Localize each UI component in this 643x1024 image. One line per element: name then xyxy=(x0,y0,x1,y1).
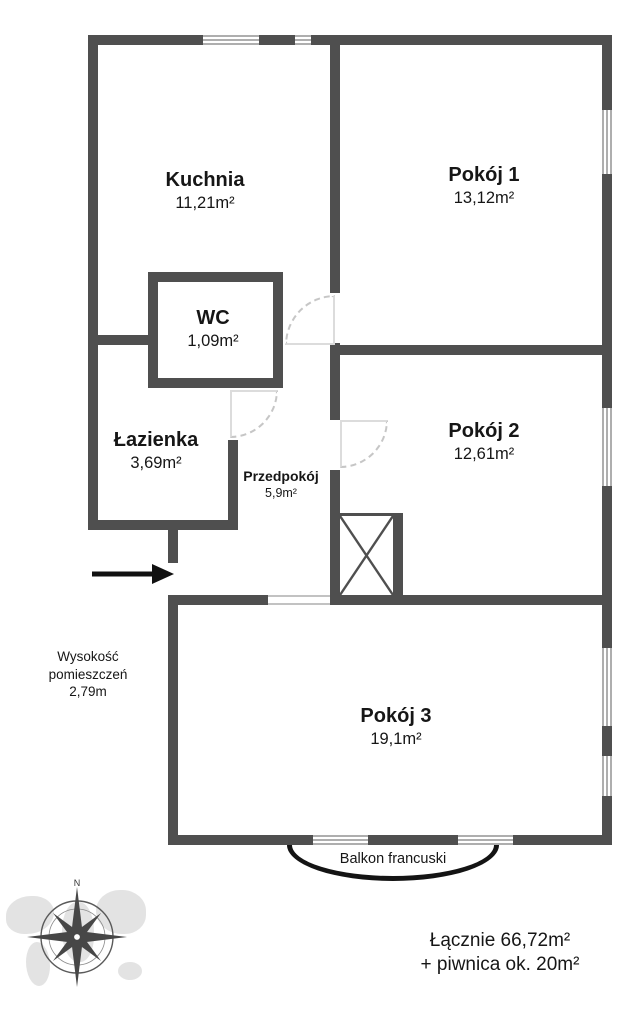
room-label-przedpokoj: Przedpokój 5,9m² xyxy=(221,468,341,501)
ceiling-height-note: Wysokość pomieszczeń 2,79m xyxy=(18,648,158,701)
wall-segment xyxy=(168,835,612,845)
map-blob xyxy=(96,890,146,934)
basement-line: + piwnica ok. 20m² xyxy=(420,954,580,975)
window xyxy=(602,110,612,174)
wall-segment xyxy=(330,343,340,420)
window xyxy=(313,835,368,845)
compass-rose: N xyxy=(27,878,127,987)
wall-segment xyxy=(88,35,612,45)
wall-segment xyxy=(88,335,158,345)
room-name: WC xyxy=(196,307,230,329)
compass-north-label: N xyxy=(74,878,81,888)
wall-segment xyxy=(273,272,283,388)
room-label-pokoj2: Pokój 2 12,61m² xyxy=(404,419,564,465)
wall-segment xyxy=(228,440,238,530)
wall-segment xyxy=(330,513,403,516)
room-label-wc: WC 1,09m² xyxy=(153,306,273,352)
wall-segment xyxy=(168,595,178,845)
wall-segment xyxy=(148,272,158,388)
room-label-lazienka: Łazienka 3,69m² xyxy=(86,428,226,474)
room-name: Kuchnia xyxy=(165,169,245,191)
room-area: 5,9m² xyxy=(265,486,297,500)
room-name: Pokój 3 xyxy=(360,705,432,727)
room-name: Pokój 1 xyxy=(448,164,520,186)
room-area: 1,09m² xyxy=(187,332,239,350)
wall-segment xyxy=(393,515,403,605)
window xyxy=(458,835,513,845)
room-label-kuchnia: Kuchnia 11,21m² xyxy=(125,168,285,214)
window xyxy=(602,408,612,486)
window xyxy=(602,756,612,796)
wall-segment xyxy=(88,35,98,530)
room-area: 12,61m² xyxy=(453,445,515,463)
window xyxy=(203,35,259,45)
door-swing-arc xyxy=(230,390,278,438)
door-swing-arc xyxy=(285,295,335,345)
compass-area: N xyxy=(6,878,151,1015)
room-area: 13,12m² xyxy=(453,189,515,207)
total-area-line: Łącznie 66,72m² xyxy=(429,930,571,951)
shaft-x-box xyxy=(340,516,393,595)
wall-segment xyxy=(330,595,612,605)
door-opening xyxy=(268,595,330,605)
height-label: Wysokość pomieszczeń xyxy=(48,649,128,682)
entrance-arrow xyxy=(92,564,174,584)
room-label-pokoj1: Pokój 1 13,12m² xyxy=(404,163,564,209)
room-area: 3,69m² xyxy=(130,454,182,472)
wall-segment xyxy=(330,345,612,355)
window xyxy=(295,35,311,45)
window xyxy=(602,648,612,726)
wall-segment xyxy=(168,595,268,605)
map-blob xyxy=(26,942,50,986)
room-name: Pokój 2 xyxy=(448,420,520,442)
map-blob xyxy=(118,962,142,980)
wall-segment xyxy=(88,520,238,530)
wall-segment xyxy=(168,530,178,563)
total-area-note: Łącznie 66,72m² + piwnica ok. 20m² xyxy=(385,929,615,977)
wall-segment xyxy=(330,470,340,605)
room-label-pokoj3: Pokój 3 19,1m² xyxy=(316,704,476,750)
wall-segment xyxy=(330,35,340,293)
wall-segment xyxy=(148,378,283,388)
room-area: 19,1m² xyxy=(370,730,422,748)
room-name: Łazienka xyxy=(113,429,199,451)
wall-segment xyxy=(148,272,283,282)
door-swing-arc xyxy=(340,420,388,468)
height-value: 2,79m xyxy=(69,684,107,699)
balcony-label: Balkon francuski xyxy=(339,851,447,867)
room-area: 11,21m² xyxy=(175,194,235,212)
room-name: Przedpokój xyxy=(243,468,319,484)
